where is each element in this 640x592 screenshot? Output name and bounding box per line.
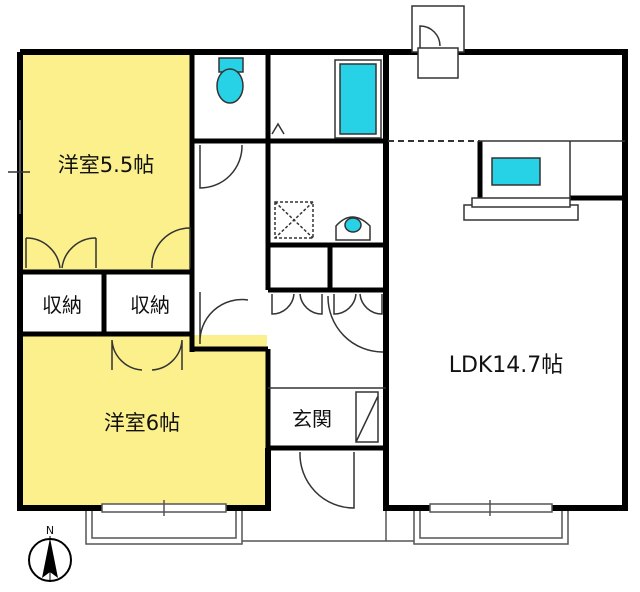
doors [25, 144, 384, 509]
toilet [216, 57, 244, 104]
kitchen-counter [463, 197, 579, 221]
closet-1-label: 収納 [42, 293, 82, 317]
outdoor-unit [411, 5, 465, 79]
kitchen-sink [491, 157, 541, 186]
windows [101, 500, 553, 516]
washing-machine-pan [274, 201, 314, 239]
compass-north-label: N [46, 524, 54, 537]
entrance-label: 玄関 [292, 407, 332, 431]
bath-step [271, 122, 285, 135]
north-compass-icon [28, 536, 72, 582]
bathtub-outer [334, 59, 382, 139]
ldk-label: LDK14.7帖 [449, 353, 564, 378]
inner-walls [20, 52, 625, 451]
western-room-2-label: 洋室6帖 [104, 411, 180, 435]
western-room-1-label: 洋室5.5帖 [58, 153, 154, 177]
washbasin-bowl [344, 217, 362, 233]
closet-2-label: 収納 [130, 293, 170, 317]
western-room-1-floor [20, 54, 192, 270]
detail-lines [8, 120, 625, 389]
western-room-2-floor [20, 335, 267, 506]
bathtub [339, 63, 377, 135]
